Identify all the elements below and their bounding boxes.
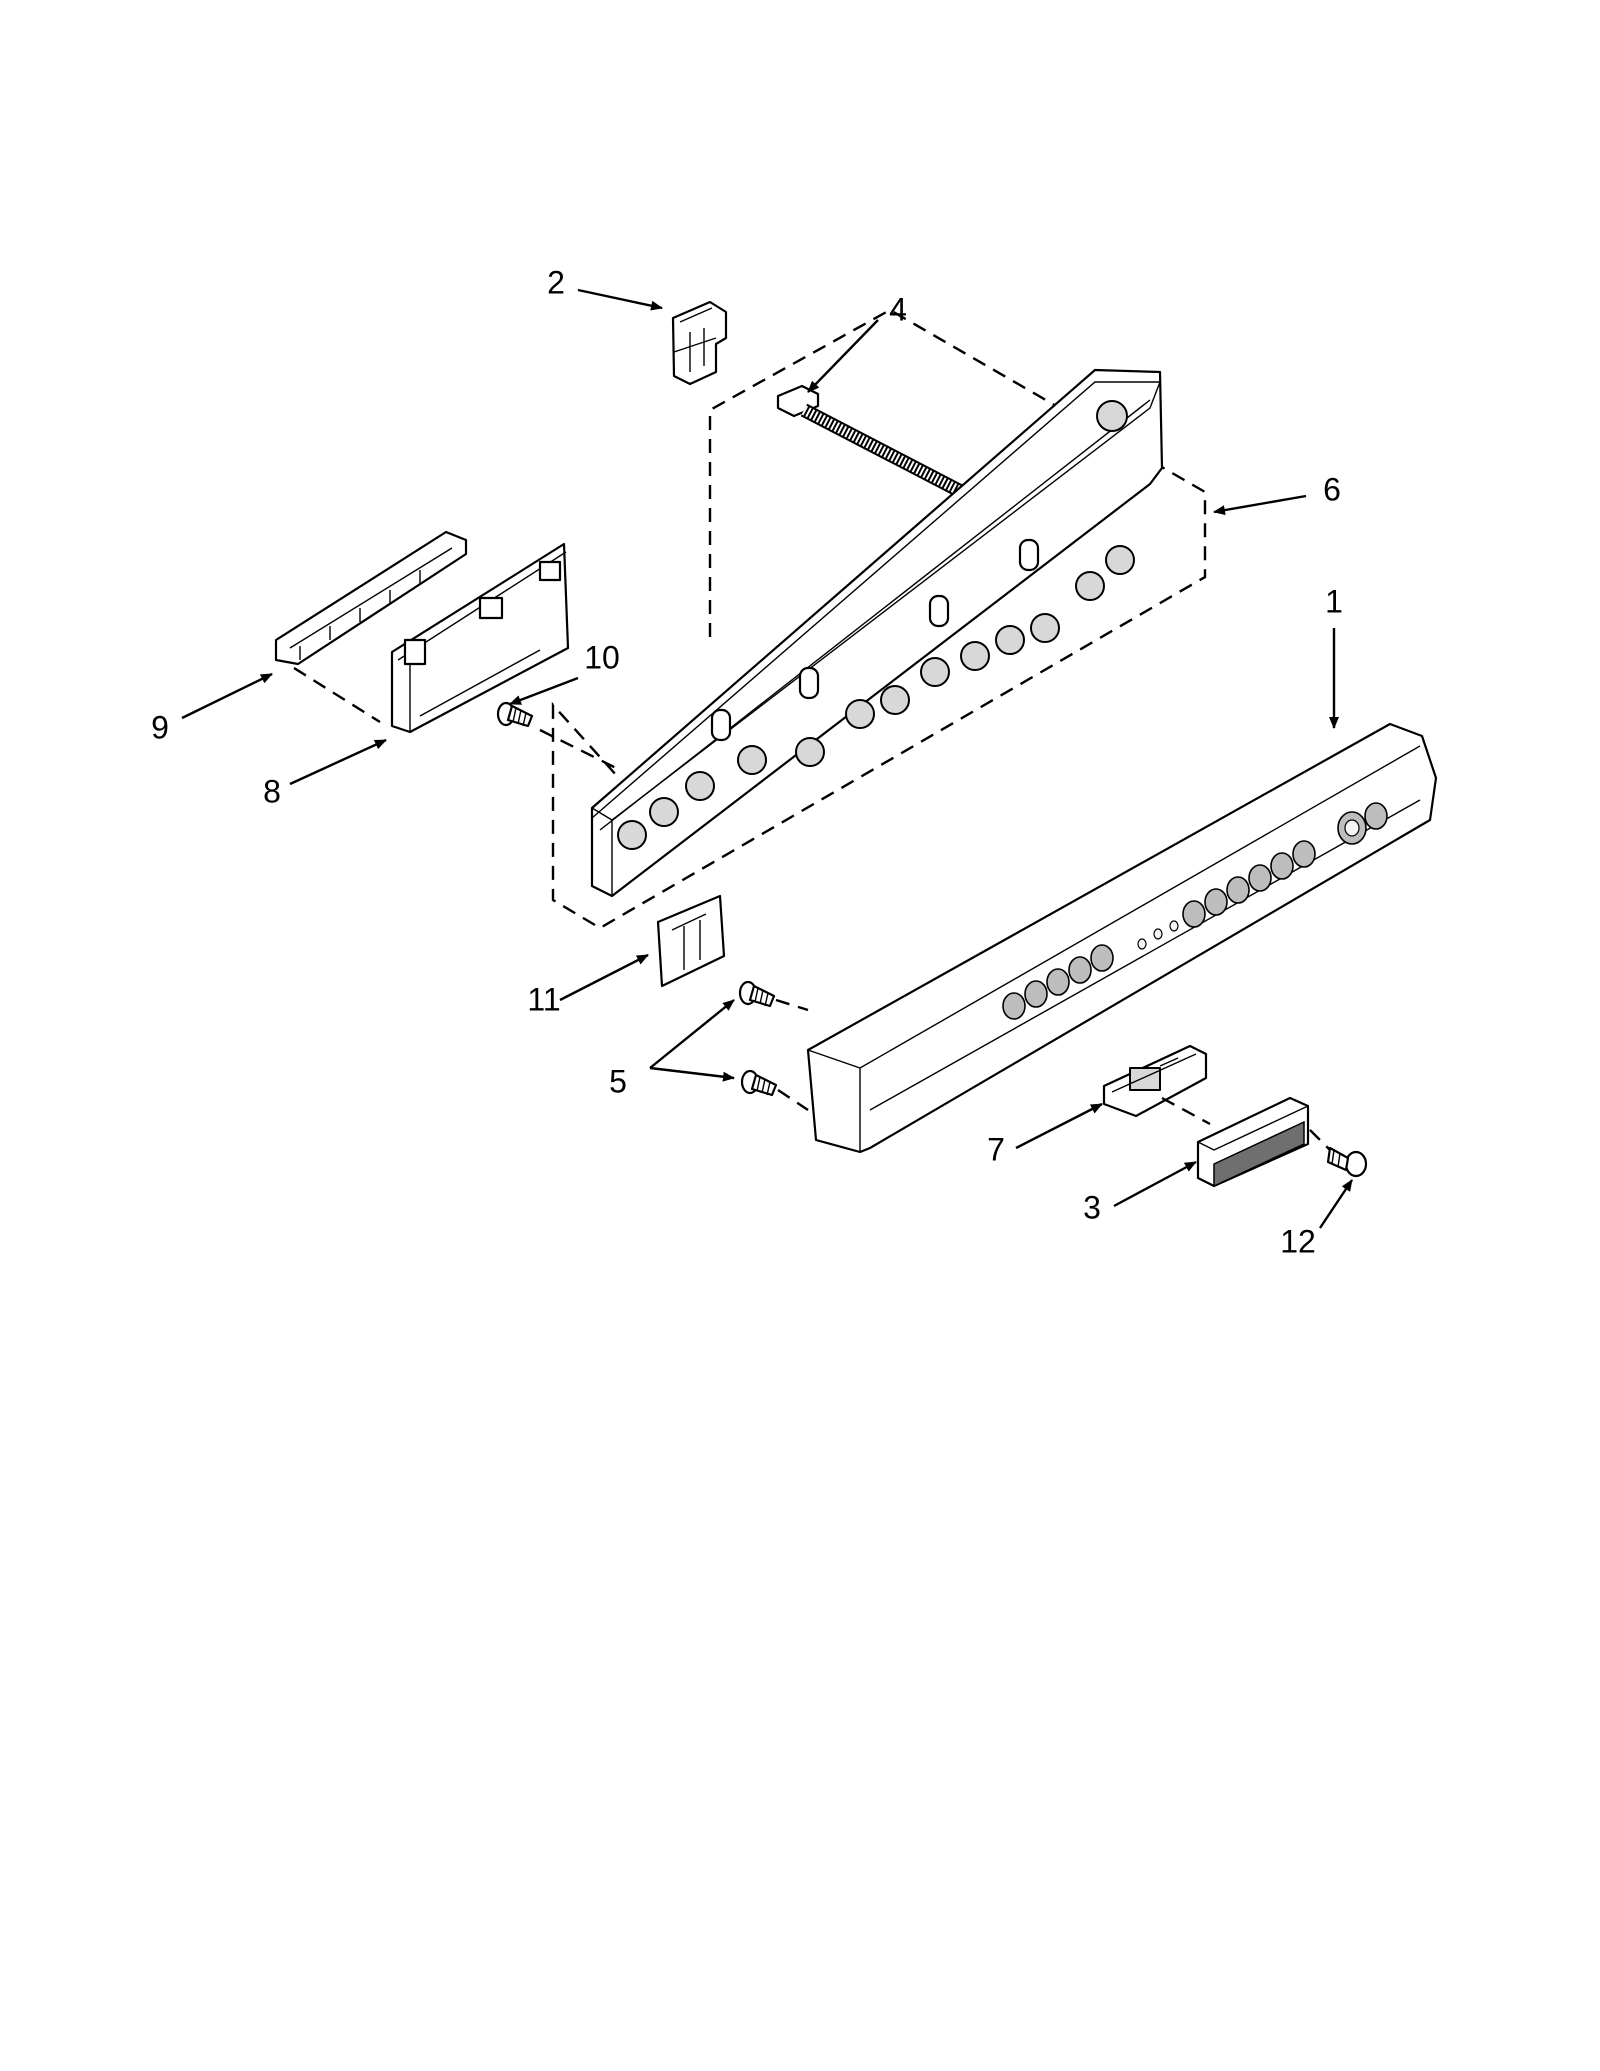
callout-12: 12	[1280, 1223, 1316, 1259]
callout-11: 11	[527, 981, 560, 1017]
part-1-console-panel	[806, 722, 1438, 1154]
part-12-screw	[1326, 1146, 1368, 1178]
assembly-6-dashed-outline	[551, 308, 1207, 930]
housing-posts	[710, 538, 1040, 742]
part-3-latch-cover	[1196, 1096, 1310, 1188]
callout-2: 2	[547, 264, 565, 300]
callout-7: 7	[987, 1131, 1005, 1167]
callout-10: 10	[584, 639, 620, 675]
part-8-control-board	[390, 542, 570, 734]
callout-4: 4	[889, 291, 907, 327]
alignment-lines	[293, 666, 1331, 1151]
callout-8: 8	[263, 773, 281, 809]
callout-labels: 1 2 3 4 5 6 7 8 9 10 11 12	[151, 264, 1343, 1259]
part-6-control-panel-housing	[590, 368, 1164, 898]
console-buttons	[1002, 802, 1388, 1020]
part-7-latch	[1102, 1044, 1208, 1118]
callout-1: 1	[1325, 583, 1343, 619]
part-9-mounting-bracket	[274, 530, 468, 666]
housing-contact-pads	[617, 400, 1135, 850]
part-5-screws	[738, 980, 778, 1097]
leader-arrows	[181, 288, 1353, 1229]
part-10-screw	[496, 701, 534, 728]
part-11-clip	[656, 894, 726, 988]
part-2-end-bracket	[671, 300, 728, 386]
callout-6: 6	[1323, 471, 1341, 507]
callout-5: 5	[609, 1063, 627, 1099]
callout-9: 9	[151, 709, 169, 745]
callout-3: 3	[1083, 1189, 1101, 1225]
